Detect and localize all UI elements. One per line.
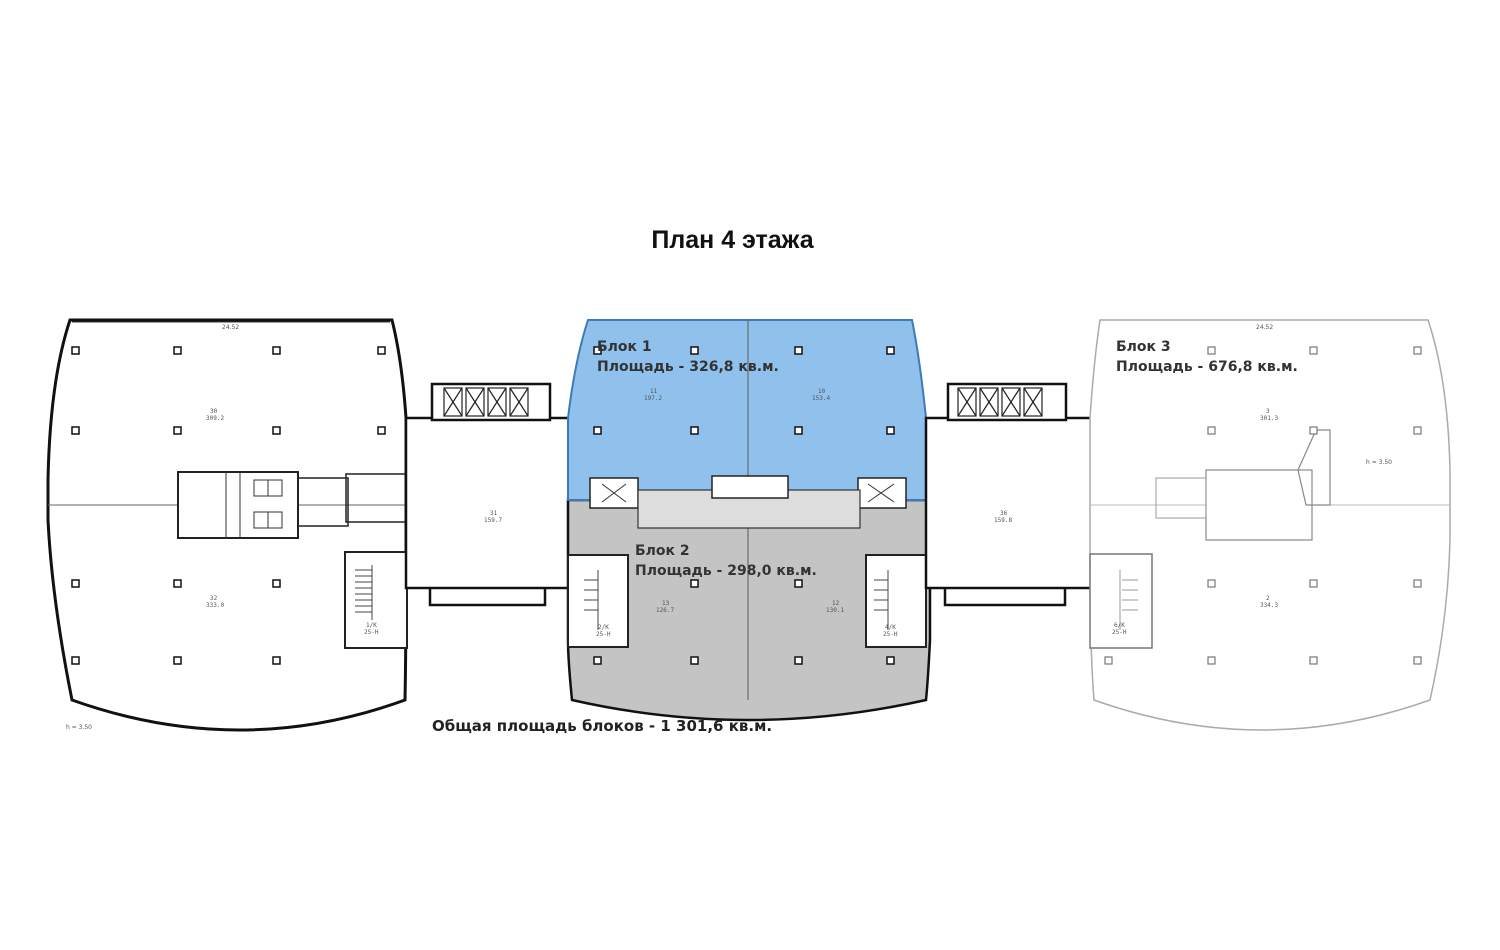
room-area: 25-Н xyxy=(1112,629,1127,636)
center-right-stair xyxy=(865,554,927,648)
block-2-area-label: Площадь - 298,0 кв.м. xyxy=(635,563,817,579)
ceiling-height-left: h = 3.50 xyxy=(66,724,93,731)
block-3-name: Блок 3 xyxy=(1116,339,1171,355)
room-area: 333.0 xyxy=(206,602,225,609)
room-number: 6/K xyxy=(1114,622,1125,629)
right-elevators xyxy=(946,382,1068,422)
room-number: 13 xyxy=(662,600,670,607)
top-width-dimension-right: 24.52 xyxy=(1256,324,1274,331)
room-number: 30 xyxy=(210,408,218,415)
block-1-name: Блок 1 xyxy=(597,339,652,355)
room-area: 159.7 xyxy=(484,517,503,524)
room-number: 36 xyxy=(1000,510,1008,517)
room-number: 31 xyxy=(490,510,498,517)
room-area: 301.3 xyxy=(1260,415,1279,422)
room-area: 309.2 xyxy=(206,415,225,422)
room-number: 1/K xyxy=(366,622,377,629)
room-area: 126.7 xyxy=(656,607,675,614)
room-number: 2 xyxy=(1266,595,1270,602)
room-area: 197.2 xyxy=(644,395,663,402)
right-connector xyxy=(924,416,1094,590)
room-number: 2/K xyxy=(598,624,609,631)
left-connector xyxy=(404,416,584,590)
left-elevators xyxy=(430,382,552,422)
room-number: 12 xyxy=(832,600,840,607)
room-number: 32 xyxy=(210,595,218,602)
room-area: 159.8 xyxy=(994,517,1013,524)
ceiling-height-right: h = 3.50 xyxy=(1366,459,1393,466)
block-1-area-label: Площадь - 326,8 кв.м. xyxy=(597,359,779,375)
room-number: 10 xyxy=(818,388,826,395)
block-3-area-label: Площадь - 676,8 кв.м. xyxy=(1116,359,1298,375)
center-right-lift xyxy=(857,477,907,509)
room-area: 334.3 xyxy=(1260,602,1279,609)
right-stair xyxy=(1089,553,1153,649)
total-area-label: Общая площадь блоков - 1 301,6 кв.м. xyxy=(432,717,773,735)
right-core xyxy=(1205,469,1313,541)
block-2-area xyxy=(566,498,932,722)
room-area: 153.4 xyxy=(812,395,831,402)
top-width-dimension: 24.52 xyxy=(222,324,240,331)
room-area: 130.1 xyxy=(826,607,845,614)
room-area: 25-Н xyxy=(364,629,379,636)
room-number: 4/K xyxy=(885,624,896,631)
room-area: 25-Н xyxy=(883,631,898,638)
plan-title: План 4 этажа xyxy=(651,226,814,254)
room-area: 25-Н xyxy=(596,631,611,638)
room-number: 11 xyxy=(650,388,658,395)
block-2-name: Блок 2 xyxy=(635,543,690,559)
room-number: 3 xyxy=(1266,408,1270,415)
